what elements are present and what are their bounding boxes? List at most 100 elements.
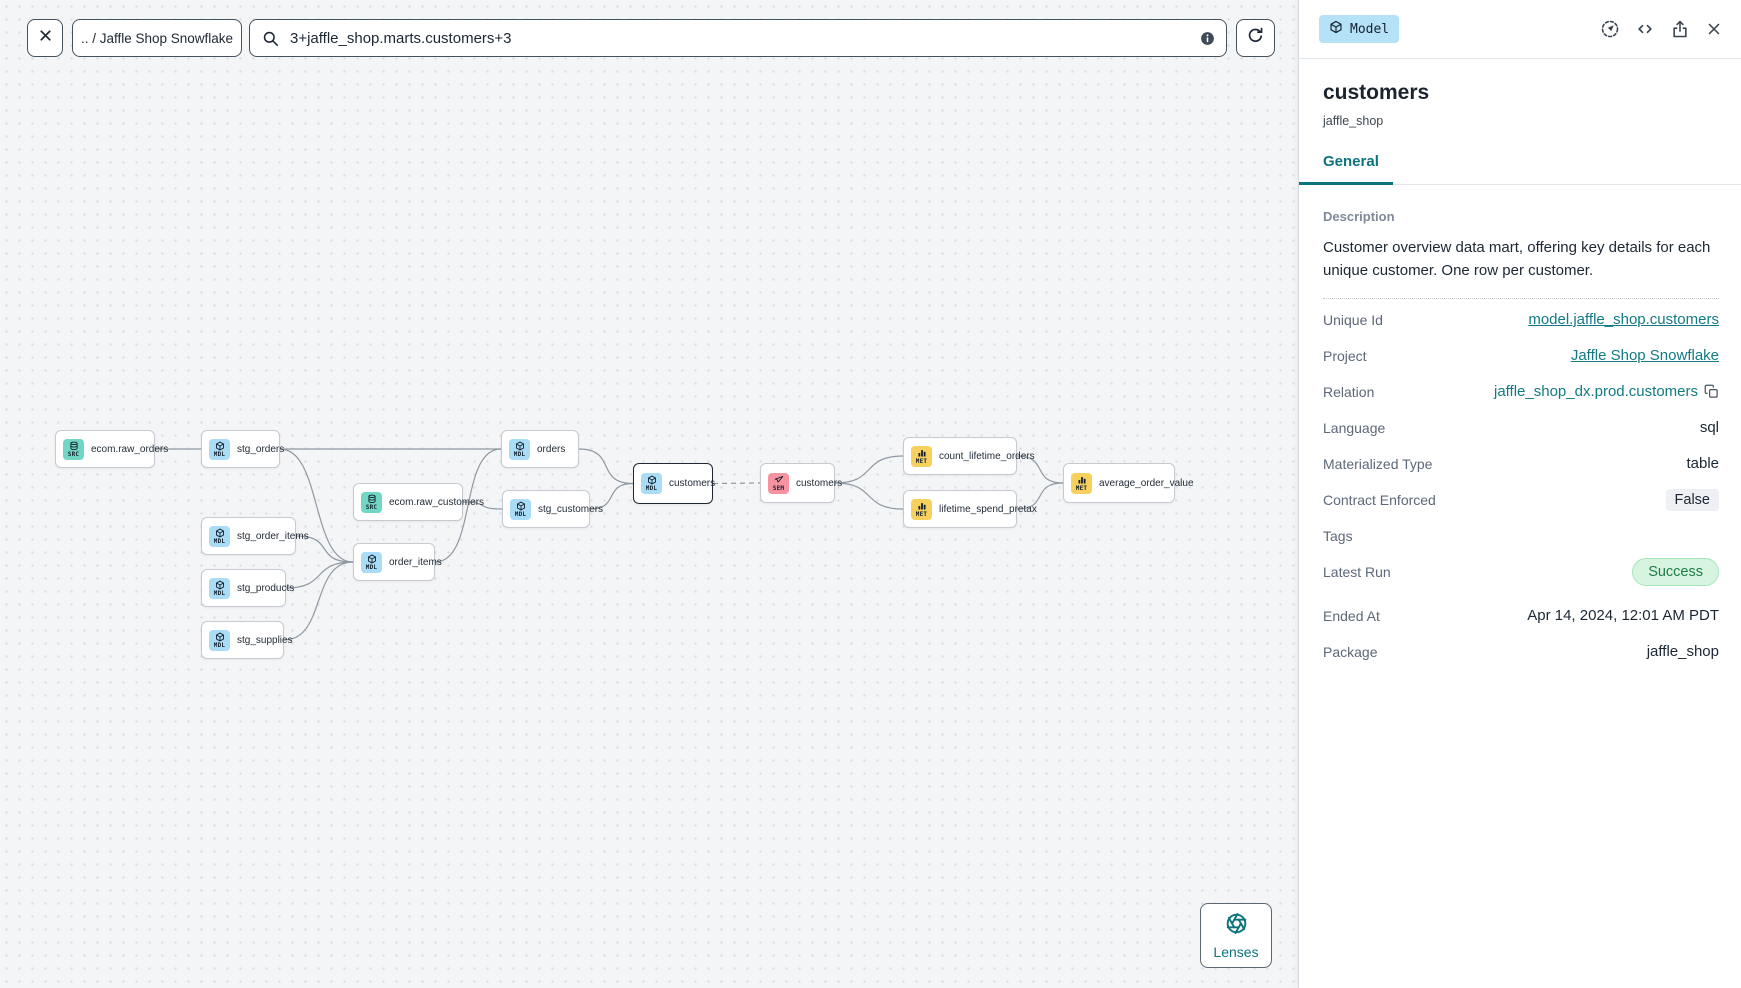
- cube-icon: MDL: [209, 577, 230, 599]
- node-label: ecom.raw_orders: [91, 443, 169, 455]
- description-text: Customer overview data mart, offering ke…: [1323, 239, 1711, 280]
- node-label: stg_supplies: [237, 634, 293, 646]
- field-label: Language: [1323, 419, 1386, 436]
- panel-tabs: General: [1299, 153, 1741, 185]
- node-orders[interactable]: MDL orders: [501, 430, 579, 468]
- node-label: customers: [669, 478, 716, 489]
- breadcrumb[interactable]: .. / Jaffle Shop Snowflake: [72, 19, 242, 57]
- node-label: count_lifetime_orders: [939, 450, 1035, 462]
- node-customers[interactable]: MDL customers: [633, 463, 716, 504]
- field-value-link[interactable]: Jaffle Shop Snowflake: [1570, 347, 1719, 364]
- node-type-tag: MDL: [213, 589, 226, 597]
- megaphone-icon: SEM: [768, 472, 789, 494]
- status-badge: Success: [1632, 557, 1719, 586]
- field-value: jaffle_shop_dx.prod.customers: [1494, 383, 1719, 400]
- field-value: jaffle_shop: [1646, 643, 1719, 660]
- cube-icon: MDL: [641, 473, 662, 494]
- tab-general[interactable]: General: [1299, 153, 1393, 185]
- status-badge: False: [1665, 488, 1719, 511]
- field-label: Contract Enforced: [1323, 491, 1436, 508]
- breadcrumb-label: .. / Jaffle Shop Snowflake: [80, 30, 234, 46]
- field-row: Unique Id model.jaffle_shop.customers: [1323, 302, 1719, 338]
- cube-icon: MDL: [509, 438, 530, 460]
- details-panel: Model customers jaffle_shop General Desc…: [1298, 0, 1741, 988]
- node-type-tag: MDL: [213, 450, 226, 458]
- divider: [1323, 297, 1719, 299]
- explore-compass-icon[interactable]: [1600, 19, 1620, 39]
- database-icon: SRC: [63, 438, 84, 460]
- node-ecom_raw_orders[interactable]: SRC ecom.raw_orders: [55, 430, 168, 468]
- node-label: stg_orders: [237, 443, 285, 455]
- close-lineage-button[interactable]: [27, 19, 63, 57]
- node-type-tag: MDL: [514, 510, 527, 518]
- aperture-icon: [1225, 912, 1248, 940]
- edge-stg_order_items-to-order_items: [295, 535, 354, 563]
- description-label: Description: [1323, 209, 1395, 224]
- field-label: Materialized Type: [1323, 455, 1433, 472]
- cube-icon: MDL: [209, 438, 230, 460]
- panel-actions: [1600, 19, 1723, 39]
- refresh-icon: [1246, 26, 1265, 50]
- page-subtitle: jaffle_shop: [1323, 114, 1384, 128]
- lenses-button[interactable]: Lenses: [1200, 903, 1272, 968]
- node-type-tag: MDL: [213, 537, 226, 545]
- panel-title-block: customers jaffle_shop: [1299, 59, 1741, 128]
- field-value-link[interactable]: jaffle_shop_dx.prod.customers: [1493, 383, 1698, 400]
- field-row: Ended At Apr 14, 2024, 12:01 AM PDT: [1323, 598, 1719, 634]
- lineage-search[interactable]: [249, 19, 1227, 57]
- copy-icon[interactable]: [1704, 384, 1719, 399]
- node-type-tag: MET: [915, 457, 928, 465]
- code-icon[interactable]: [1635, 19, 1655, 39]
- node-type-tag: MET: [1075, 484, 1088, 492]
- field-label: Project: [1323, 347, 1367, 364]
- cube-icon: MDL: [209, 629, 230, 651]
- edge-stg_supplies-to-order_items: [283, 561, 354, 641]
- field-label: Relation: [1323, 383, 1375, 400]
- node-count_lifetime_orders[interactable]: MET count_lifetime_orders: [903, 437, 1035, 475]
- field-label: Unique Id: [1323, 311, 1383, 328]
- panel-body: Description Customer overview data mart,…: [1299, 209, 1741, 670]
- edge-customers_sem-to-lifetime_spend_pretax: [834, 482, 904, 510]
- edge-ecom_raw_customers-to-stg_customers: [462, 501, 503, 510]
- edge-stg_orders-to-order_items: [279, 448, 354, 563]
- node-stg_products[interactable]: MDL stg_products: [201, 569, 294, 607]
- close-panel-icon[interactable]: [1705, 20, 1723, 38]
- node-stg_orders[interactable]: MDL stg_orders: [201, 430, 284, 468]
- field-value: Apr 14, 2024, 12:01 AM PDT: [1527, 607, 1719, 624]
- field-value-link[interactable]: model.jaffle_shop.customers: [1528, 311, 1719, 328]
- field-value: False: [1665, 488, 1719, 511]
- node-label: ecom.raw_customers: [389, 496, 485, 508]
- edge-stg_products-to-order_items: [285, 561, 354, 589]
- model-type-badge: Model: [1319, 15, 1400, 43]
- bar-chart-icon: MET: [1071, 472, 1092, 494]
- node-type-tag: SRC: [365, 503, 378, 511]
- edge-order_items-to-orders: [434, 448, 502, 563]
- cube-icon: [1329, 20, 1343, 38]
- field-value: Jaffle Shop Snowflake: [1571, 347, 1719, 364]
- edge-orders-to-customers: [578, 448, 634, 485]
- refresh-button[interactable]: [1236, 19, 1275, 57]
- node-stg_supplies[interactable]: MDL stg_supplies: [201, 621, 293, 659]
- node-label: orders: [537, 443, 566, 455]
- node-ecom_raw_customers[interactable]: SRC ecom.raw_customers: [353, 483, 484, 521]
- node-label: order_items: [389, 556, 442, 568]
- share-icon[interactable]: [1670, 19, 1690, 39]
- database-icon: SRC: [361, 491, 382, 513]
- cube-icon: MDL: [209, 525, 230, 547]
- node-type-tag: MDL: [513, 450, 526, 458]
- search-input[interactable]: [288, 28, 1186, 48]
- node-label: stg_products: [237, 582, 295, 594]
- edge-stg_customers-to-customers: [589, 482, 634, 510]
- edge-customers_sem-to-count_lifetime_orders: [834, 455, 904, 484]
- field-label: Ended At: [1323, 607, 1380, 624]
- info-icon[interactable]: [1199, 30, 1216, 52]
